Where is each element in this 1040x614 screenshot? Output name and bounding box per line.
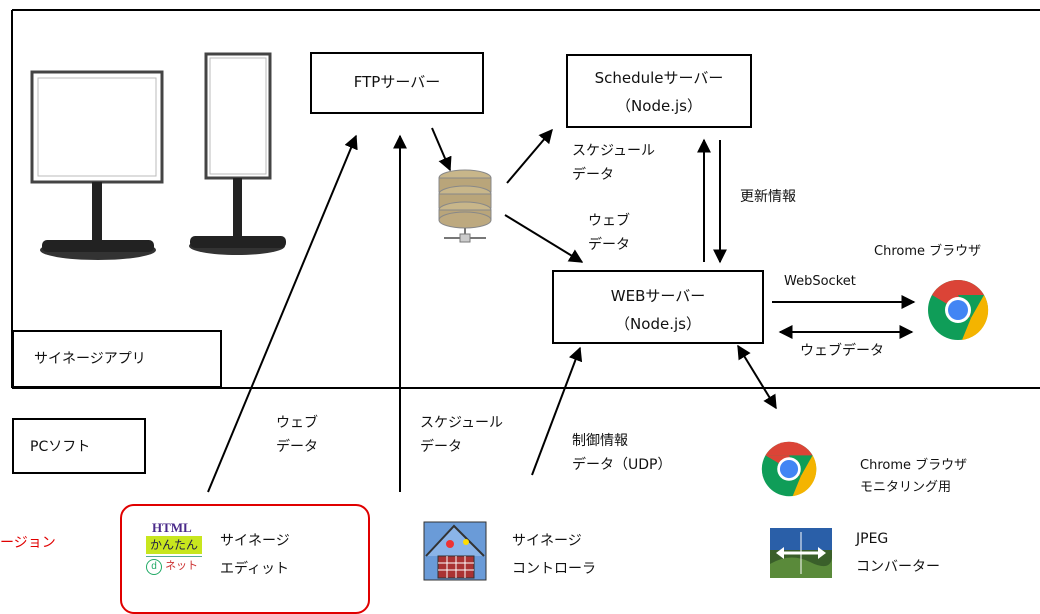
ftp-server-box: FTPサーバー [310,52,484,114]
web-server-sub: （Node.js） [615,315,701,333]
signage-app-region-label: サイネージアプリ [34,351,146,367]
signage-app-region-label-box: サイネージアプリ [12,330,222,388]
chrome-monitoring-label-a: Chrome ブラウザ [860,458,968,473]
web-server-box: WEBサーバー （Node.js） [552,270,764,344]
jpeg-converter-icon [770,528,832,578]
annotation-text: ージョン [0,535,56,551]
chrome-monitoring-label-b: モニタリング用 [860,480,952,495]
control-info-label-a: 制御情報 [572,433,628,449]
schedule-server-box: Scheduleサーバー （Node.js） [566,54,752,128]
jpeg-label-b: コンバーター [856,559,940,575]
schedule-data-label-2b: データ [420,439,462,455]
controller-label-b: コントローラ [512,561,596,577]
editor-logo-net-text: ネット [165,560,199,572]
connector-layer [11,9,1040,493]
ftp-server-label: FTPサーバー [353,73,441,91]
web-data-label-1a: ウェブ [588,213,630,229]
schedule-server-sub: （Node.js） [616,97,702,115]
arrow-ftp-to-db [431,127,452,172]
database-icon [438,169,492,243]
editor-logo-html: HTML [152,520,192,535]
portrait-display-icon [189,52,286,255]
arrow-db-to-schedule [506,128,553,184]
arrow-db-to-web [504,214,584,263]
editor-label-b: エディット [220,561,290,577]
web-data-label-3b: データ [276,439,318,455]
web-data-label-2: ウェブデータ [800,343,884,359]
schedule-server-label: Scheduleサーバー [594,69,724,87]
websocket-label: WebSocket [784,274,856,289]
controller-app-icon [423,521,487,581]
arrow-controller-to-web [531,346,583,476]
editor-logo-net: d ネット [146,556,202,575]
web-data-label-1b: データ [588,237,630,253]
schedule-data-label-1a: スケジュール [572,143,656,159]
arrow-web-to-monitor [737,344,777,410]
update-info-label: 更新情報 [740,189,796,205]
schedule-data-label-1b: データ [572,167,614,183]
landscape-display-icon [30,70,164,260]
web-data-label-3a: ウェブ [276,415,318,431]
chrome-icon [928,280,989,340]
chrome-monitoring-icon [761,441,817,497]
editor-label-a: サイネージ [220,533,290,549]
jpeg-label-a: JPEG [856,531,889,547]
pc-soft-region-label: PCソフト [30,439,91,455]
chrome-browser-label: Chrome ブラウザ [874,244,982,259]
controller-label-a: サイネージ [512,533,582,549]
arrow-editor-to-ftp [207,134,358,493]
pc-soft-region-label-box: PCソフト [12,418,146,474]
web-server-label: WEBサーバー [610,287,706,305]
control-info-label-b: データ（UDP） [572,457,672,473]
schedule-data-label-2a: スケジュール [420,415,504,431]
editor-logo-icon: HTML かんたん d ネット [146,520,202,576]
editor-logo-kantan: かんたん [146,536,202,554]
